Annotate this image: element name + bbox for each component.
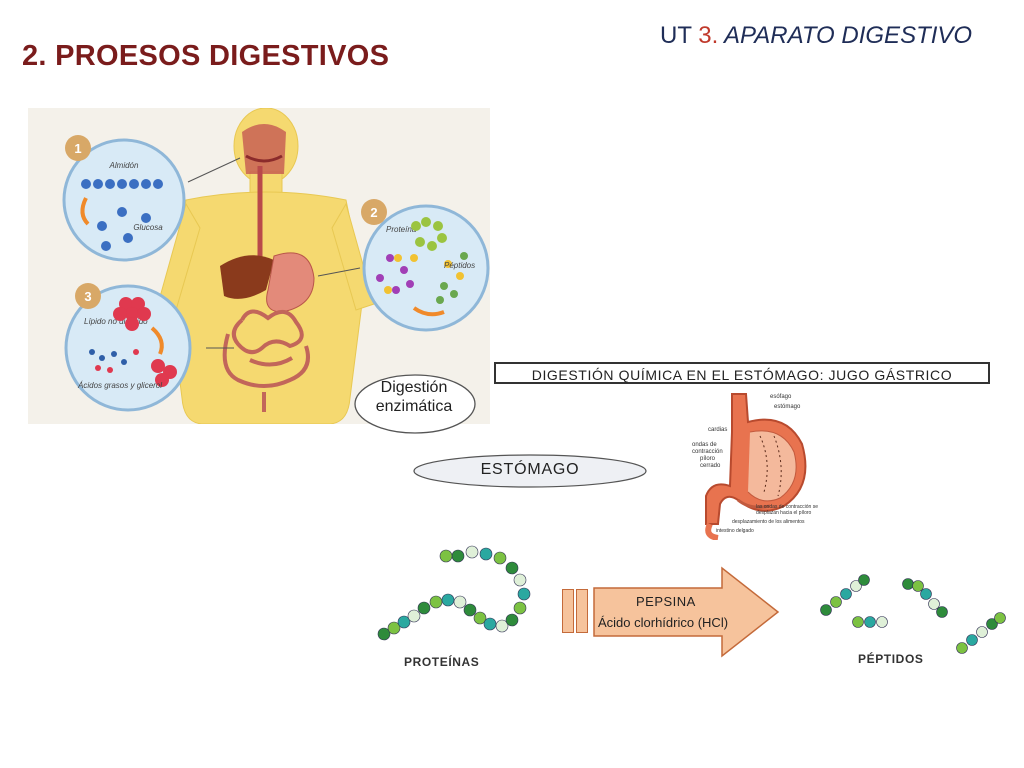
amino-acid-bead	[493, 551, 507, 565]
amino-acid-bead	[928, 598, 940, 610]
protein-beads	[377, 545, 531, 641]
amino-acid-bead	[956, 642, 968, 654]
amino-acid-bead	[453, 595, 467, 609]
amino-acid-bead	[994, 612, 1006, 624]
svg-text:3: 3	[84, 289, 91, 304]
amino-acid-bead	[820, 604, 832, 616]
amino-acid-bead	[397, 615, 411, 629]
amino-acid-bead	[495, 619, 509, 633]
protein-chain	[377, 545, 531, 641]
slide-title: 2. PROESOS DIGESTIVOS	[22, 40, 390, 72]
connector-lines	[187, 157, 361, 349]
amino-acid-bead	[864, 616, 876, 628]
amino-acid-bead	[473, 611, 487, 625]
amino-acid-bead	[417, 601, 431, 615]
stomach-annotation-cardias: cardias	[708, 427, 728, 433]
amino-acid-bead	[517, 587, 531, 601]
amino-acid-bead	[912, 580, 924, 592]
stomach-anatomy-figure	[690, 392, 820, 541]
amino-acid-bead	[505, 561, 519, 575]
unit-prefix: UT	[660, 22, 699, 49]
amino-acid-bead	[986, 618, 998, 630]
enzymatic-line-1: Digestión	[380, 379, 448, 396]
circle-3-lipids: 3 Lípido no digerido Ácidos grasos y gli…	[64, 283, 192, 412]
enzymatic-digestion-label: Digestión enzimática	[354, 378, 474, 434]
amino-acid-bead	[852, 616, 864, 628]
stomach-annotation-desplazamiento: desplazamiento de los alimentos	[732, 519, 805, 525]
human-silhouette	[157, 107, 375, 425]
svg-text:2: 2	[370, 205, 377, 220]
peptides-label: PÉPTIDOS	[858, 652, 924, 666]
body-digestion-illustration: 1 Almidón Glucosa 2 Proteína	[28, 107, 490, 425]
amino-acid-bead	[513, 601, 527, 615]
unit-title: UT 3. APARATO DIGESTIVO	[660, 22, 972, 50]
stomach-annotation-intestino: intestino delgado	[716, 528, 754, 534]
enzymatic-ellipse	[354, 374, 476, 434]
peptide-beads	[820, 574, 1006, 654]
svg-text:Glucosa: Glucosa	[133, 223, 163, 232]
stomach-annotation-piloro: píloro cerrado	[700, 456, 721, 469]
cofactor-label: Ácido clorhídrico (HCl)	[598, 615, 729, 630]
svg-text:1: 1	[74, 141, 81, 156]
stomach-annotation-esofago: esófago	[770, 394, 792, 400]
liver-shape	[220, 255, 274, 299]
unit-subject: APARATO DIGESTIVO	[718, 22, 973, 49]
amino-acid-bead	[840, 588, 852, 600]
amino-acid-bead	[377, 627, 391, 641]
mouth-organs	[242, 124, 286, 258]
circle-1-starch: 1 Almidón Glucosa	[62, 135, 186, 262]
svg-text:Almidón: Almidón	[109, 161, 139, 170]
stomach-label: ESTÓMAGO	[480, 461, 580, 478]
unit-number: 3.	[698, 22, 719, 49]
amino-acid-bead	[465, 545, 479, 559]
amino-acid-bead	[463, 603, 477, 617]
enzyme-label: PEPSINA	[636, 594, 696, 609]
stomach-annotation-ondas-desplazan: las ondas de contracción se desplazan ha…	[756, 504, 818, 516]
amino-acid-bead	[483, 617, 497, 631]
stomach-annotation-ondas: ondas de contracción	[692, 442, 723, 455]
equals-bar-right	[576, 589, 588, 633]
amino-acid-bead	[858, 574, 870, 586]
proteins-label: PROTEÍNAS	[404, 655, 480, 669]
enzymatic-line-2: enzimática	[375, 398, 453, 415]
amino-acid-bead	[429, 595, 443, 609]
stomach-ellipse	[413, 454, 647, 488]
intestines-shape	[222, 309, 310, 412]
amino-acid-bead	[966, 634, 978, 646]
amino-acid-bead	[451, 549, 465, 563]
svg-text:Lípido no digerido: Lípido no digerido	[84, 317, 148, 326]
amino-acid-bead	[830, 596, 842, 608]
amino-acid-bead	[976, 626, 988, 638]
body-digestion-svg: 1 Almidón Glucosa 2 Proteína	[28, 107, 490, 425]
stomach-anatomy-svg	[705, 393, 807, 541]
amino-acid-bead	[505, 613, 519, 627]
amino-acid-bead	[439, 549, 453, 563]
peptide-fragments	[820, 574, 1006, 654]
reaction-arrow	[593, 566, 780, 658]
amino-acid-bead	[513, 573, 527, 587]
amino-acid-bead	[850, 580, 862, 592]
svg-text:Ácidos grasos y glicerol: Ácidos grasos y glicerol	[77, 381, 162, 390]
stomach-shape	[266, 252, 315, 313]
stomach-annotation-estomago: estómago	[774, 404, 801, 410]
chemical-digestion-banner: DIGESTIÓN QUÍMICA EN EL ESTÓMAGO: JUGO G…	[494, 362, 990, 384]
circle-2-protein: 2 Proteína Péptidos	[361, 199, 490, 332]
amino-acid-bead	[876, 616, 888, 628]
amino-acid-bead	[407, 609, 421, 623]
equals-bar-left	[562, 589, 574, 633]
amino-acid-bead	[902, 578, 914, 590]
amino-acid-bead	[479, 547, 493, 561]
svg-text:Péptidos: Péptidos	[444, 261, 475, 270]
amino-acid-bead	[936, 606, 948, 618]
amino-acid-bead	[441, 593, 455, 607]
amino-acid-bead	[920, 588, 932, 600]
svg-text:Proteína: Proteína	[386, 225, 417, 234]
amino-acid-bead	[387, 621, 401, 635]
